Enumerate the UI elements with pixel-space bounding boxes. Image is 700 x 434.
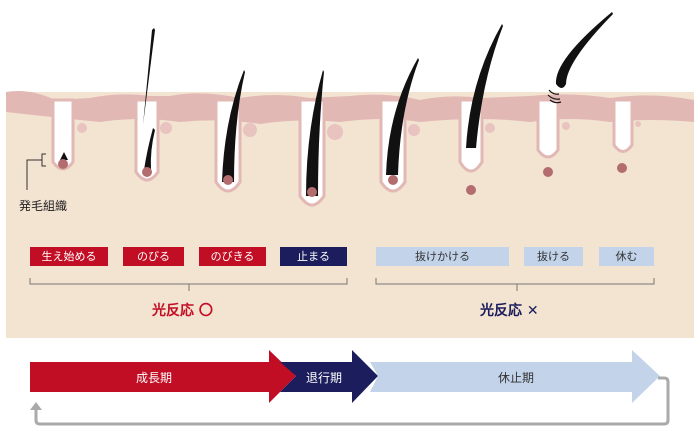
phase-catagen-label: 退行期 — [306, 371, 343, 385]
phase-anagen-label: 成長期 — [136, 371, 173, 385]
cycle-arrowhead-icon — [30, 402, 42, 410]
tissue-pointer — [26, 153, 46, 190]
bracket-response — [29, 278, 348, 291]
phase-telogen-label: 休止期 — [498, 371, 535, 385]
arrow-catagen — [280, 350, 378, 403]
dermis-panel — [6, 92, 694, 338]
tissue-label: 発毛組織 — [19, 199, 68, 213]
hair-shafts — [60, 12, 613, 196]
stage-grow: のびる — [123, 247, 184, 266]
stage-rest: 休む — [599, 247, 654, 266]
sebaceous-glands — [77, 121, 641, 140]
stage-loosening: 抜けかける — [376, 247, 509, 266]
epidermis-layer — [6, 91, 694, 124]
arrow-anagen — [30, 350, 296, 403]
follicle-7 — [536, 98, 560, 159]
stage-stop: 止まる — [280, 247, 347, 266]
stage-fully-grown: のびきる — [199, 247, 266, 266]
follicle-2 — [134, 98, 160, 182]
light-response-no: 光反応 ✕ — [480, 303, 539, 319]
arrow-telogen — [370, 350, 660, 403]
cycle-return-line — [34, 376, 670, 426]
stage-shed: 抜ける — [524, 247, 583, 266]
bracket-no-response — [375, 278, 655, 291]
stage-begin: 生え始める — [30, 247, 108, 266]
follicle-8 — [612, 98, 634, 153]
light-response-yes: 光反応 〇 — [152, 303, 213, 319]
dermal-papillae — [58, 159, 627, 197]
shedding-marks — [547, 89, 562, 104]
